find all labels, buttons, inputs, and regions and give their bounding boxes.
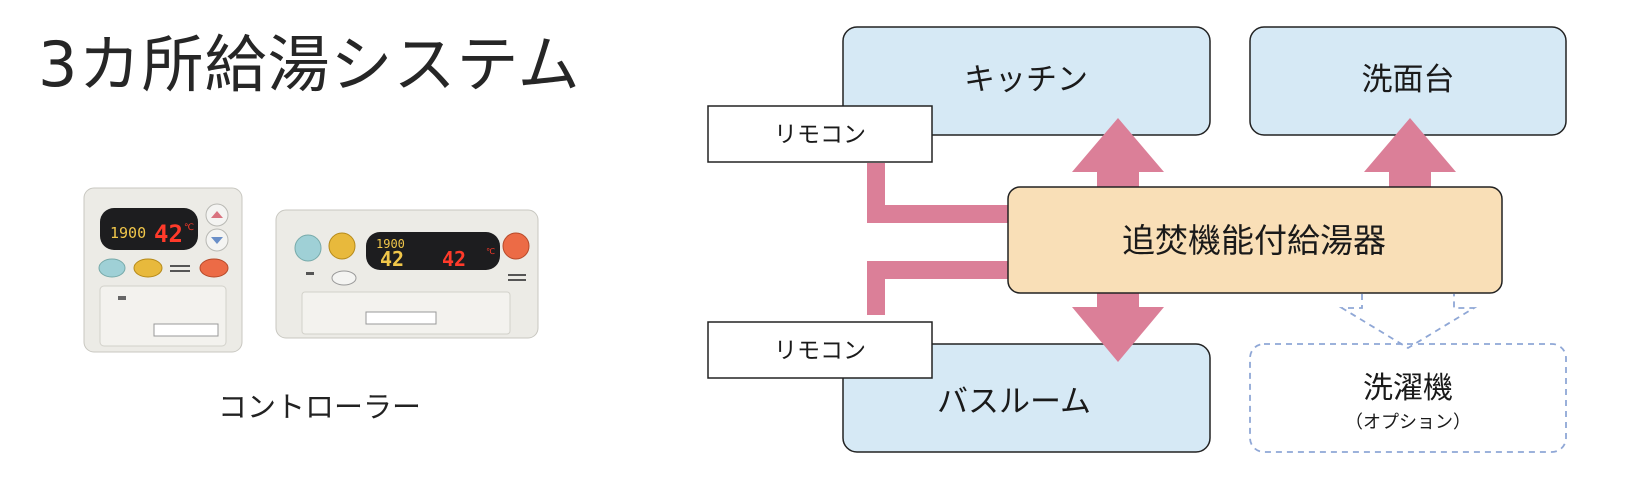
arrow-to-kitchen: [1072, 118, 1164, 187]
remote-top-label: リモコン: [774, 122, 866, 148]
washing-machine-note: （オプション）: [1345, 412, 1471, 433]
kitchen-box: [842, 26, 1211, 136]
heater-box: [1007, 186, 1503, 294]
page-title: 3カ所給湯システム: [38, 28, 581, 101]
washstand-label: 洗面台: [1362, 62, 1455, 98]
small-time: 1900: [110, 224, 146, 242]
down-arrow-icon: [211, 237, 223, 244]
small-temp: 42: [154, 220, 183, 248]
controller-caption: コントローラー: [218, 390, 422, 424]
arrow-to-bathroom: [1072, 290, 1164, 362]
bathroom-box: [842, 343, 1211, 453]
pipe-remote-top: [867, 163, 1010, 223]
heater-label: 追焚機能付給湯器: [1122, 221, 1386, 260]
bathroom-label: バスルーム: [937, 384, 1091, 420]
large-time: 1900: [376, 237, 405, 251]
remote-bottom-box: [707, 321, 933, 379]
kitchen-label: キッチン: [964, 62, 1088, 98]
pipe-remote-bottom: [867, 261, 1010, 315]
washing-machine-label: 洗濯機: [1363, 371, 1453, 406]
controller-illustration: 1900 42 ℃ 1900 42 42 ℃: [83, 187, 539, 353]
arrow-to-washstand: [1364, 118, 1456, 187]
dashed-arrow-to-washing-machine: [1338, 294, 1478, 350]
remote-top-box: [707, 105, 933, 163]
small-unit: ℃: [184, 223, 194, 233]
small-controller: 1900 42 ℃: [83, 187, 243, 353]
large-unit: ℃: [486, 247, 495, 256]
large-temp-right: 42: [442, 247, 466, 271]
washing-machine-box: [1249, 343, 1567, 453]
large-temp-left: 42: [380, 247, 404, 271]
large-controller: 1900 42 42 ℃: [275, 209, 539, 339]
remote-bottom-label: リモコン: [774, 338, 866, 364]
up-arrow-icon: [211, 211, 223, 218]
